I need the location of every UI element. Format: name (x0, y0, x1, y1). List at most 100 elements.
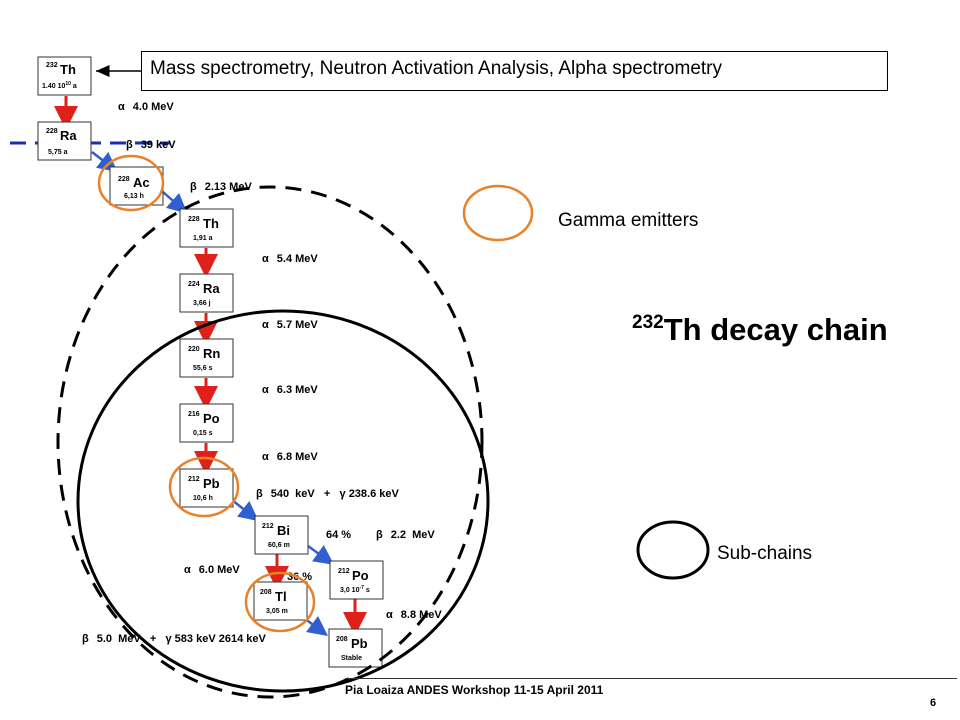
mass-number: 228 (118, 176, 130, 183)
decay-energy: 4.0 MeV (133, 101, 175, 113)
nuclide-ra224: 224 Ra 3,66 j (179, 273, 234, 313)
svg-text:Th: Th (203, 216, 219, 231)
svg-text:Bi: Bi (277, 523, 290, 538)
decay-energy: 8.8 MeV (401, 609, 443, 621)
element-symbol: Th (60, 62, 76, 77)
mass-number: 216 (188, 411, 200, 418)
subchain-outline-solid (76, 309, 490, 693)
svg-text:Pb: Pb (203, 476, 220, 491)
svg-text:60,6 m: 60,6 m (268, 542, 290, 549)
page-number: 6 (930, 697, 937, 709)
title-text: Th decay chain (663, 312, 888, 347)
svg-text:α6.8 MeV: α 6.8 MeV (262, 451, 318, 463)
mass-number: 208 (260, 589, 272, 596)
mass-number: 212 (262, 523, 274, 530)
svg-text:Stable: Stable (341, 655, 362, 662)
nuclide-ac228: 228 Ac 6,13 h (109, 166, 164, 206)
decay-energy: 5.0 MeV + γ 583 keV 2614 keV (97, 633, 267, 645)
half-life: 3,0 10 (340, 587, 360, 594)
element-symbol: Po (203, 411, 220, 426)
svg-text:3,66 j: 3,66 j (193, 300, 211, 307)
half-life-unit: a (71, 83, 77, 90)
beta-arrow (162, 191, 188, 214)
gamma-emitter-markers (97, 154, 316, 633)
svg-text:208: 208 (260, 589, 272, 596)
svg-text:α8.8 MeV: α 8.8 MeV (386, 609, 442, 621)
svg-text:α6.0 MeV: α6.0 MeV (184, 564, 240, 576)
decay-greek-symbol: α (386, 609, 393, 621)
decay-arrows (54, 96, 367, 636)
beta-arrow (307, 544, 335, 565)
decay-energy: 6.3 MeV (277, 384, 319, 396)
svg-text:6,13 h: 6,13 h (124, 193, 144, 200)
svg-text:5,75 a: 5,75 a (48, 149, 68, 156)
svg-text:Tl: Tl (275, 589, 287, 604)
half-life-exponent: -7 (359, 585, 364, 591)
element-symbol: Ra (203, 281, 220, 296)
svg-text:3,05 m: 3,05 m (266, 608, 288, 615)
decay-greek-symbol: β (376, 529, 383, 541)
svg-text:Ra: Ra (60, 128, 77, 143)
nuclide-rn220: 220 Rn 55,6 s (179, 338, 234, 378)
page-title: 232Th decay chain (632, 312, 888, 348)
decay-energy: 2.2 MeV (391, 529, 436, 541)
title-mass-number: 232 (632, 312, 664, 333)
svg-text:3,0 10-7 s: 3,0 10-7 s (340, 585, 370, 594)
svg-text:228: 228 (188, 216, 200, 223)
half-life: 6,13 h (124, 193, 144, 200)
nuclide-po216: 216 Po 0,15 s (179, 403, 234, 443)
svg-text:Po: Po (352, 568, 369, 583)
svg-text:220: 220 (188, 346, 200, 353)
nuclide-th228: 228 Th 1,91 a (179, 208, 234, 248)
decay-energy: 6.0 MeV (199, 564, 241, 576)
half-life: 3,66 j (193, 300, 211, 307)
mass-number: 224 (188, 281, 200, 288)
branch-ratio: 64 % (326, 529, 351, 541)
decay-energy: 2.13 MeV (205, 181, 253, 193)
callout-text: Mass spectrometry, Neutron Activation An… (150, 58, 722, 79)
half-life: 3,05 m (266, 608, 288, 615)
nuclide-pb208: 208 Pb Stable (328, 628, 383, 668)
decay-greek-symbol: β (126, 139, 133, 151)
svg-text:Pb: Pb (351, 636, 368, 651)
nuclide-boxes: 232 Th 1.40 1010 a 228 Ra 5,75 a 228 Ac … (37, 56, 384, 668)
element-symbol: Bi (277, 523, 290, 538)
decay-energy: 39 keV (141, 139, 177, 151)
element-symbol: Po (352, 568, 369, 583)
half-life: 5,75 a (48, 149, 68, 156)
svg-text:64 %: 64 % (326, 529, 351, 541)
gamma-marker-ac228 (97, 154, 165, 212)
nuclide-pb212: 212 Pb 10,6 h (179, 468, 234, 508)
element-symbol: Tl (275, 589, 287, 604)
svg-text:10,6 h: 10,6 h (193, 495, 213, 502)
mass-number: 220 (188, 346, 200, 353)
decay-energy: 6.8 MeV (277, 451, 319, 463)
svg-text:Rn: Rn (203, 346, 220, 361)
decay-greek-symbol: α (262, 384, 269, 396)
mass-number: 208 (336, 636, 348, 643)
mass-number: 212 (338, 568, 350, 575)
footer-rule (345, 678, 957, 679)
svg-text:α5.7 MeV: α5.7 MeV (262, 319, 318, 331)
nuclide-tl208: 208 Tl 3,05 m (253, 581, 308, 621)
half-life: 1.40 10 (42, 83, 65, 90)
mass-number: 228 (46, 128, 58, 135)
decay-greek-symbol: β (190, 181, 197, 193)
svg-text:Ac: Ac (133, 175, 150, 190)
svg-text:α4.0 MeV: α4.0 MeV (118, 101, 174, 113)
legend-subchain-marker (636, 520, 710, 580)
svg-text:α6.3 MeV: α 6.3 MeV (262, 384, 318, 396)
nuclide-th232: 232 Th 1.40 1010 a (37, 56, 92, 96)
half-life: 60,6 m (268, 542, 290, 549)
svg-text:55,6 s: 55,6 s (193, 365, 213, 372)
svg-text:0,15 s: 0,15 s (193, 430, 213, 437)
half-life: 0,15 s (193, 430, 213, 437)
decay-greek-symbol: α (262, 451, 269, 463)
element-symbol: Pb (203, 476, 220, 491)
svg-text:β2.13 MeV: β 2.13 MeV (190, 181, 252, 193)
decay-greek-symbol: β (82, 633, 89, 645)
svg-text:212: 212 (262, 523, 274, 530)
half-life: Stable (341, 655, 362, 662)
